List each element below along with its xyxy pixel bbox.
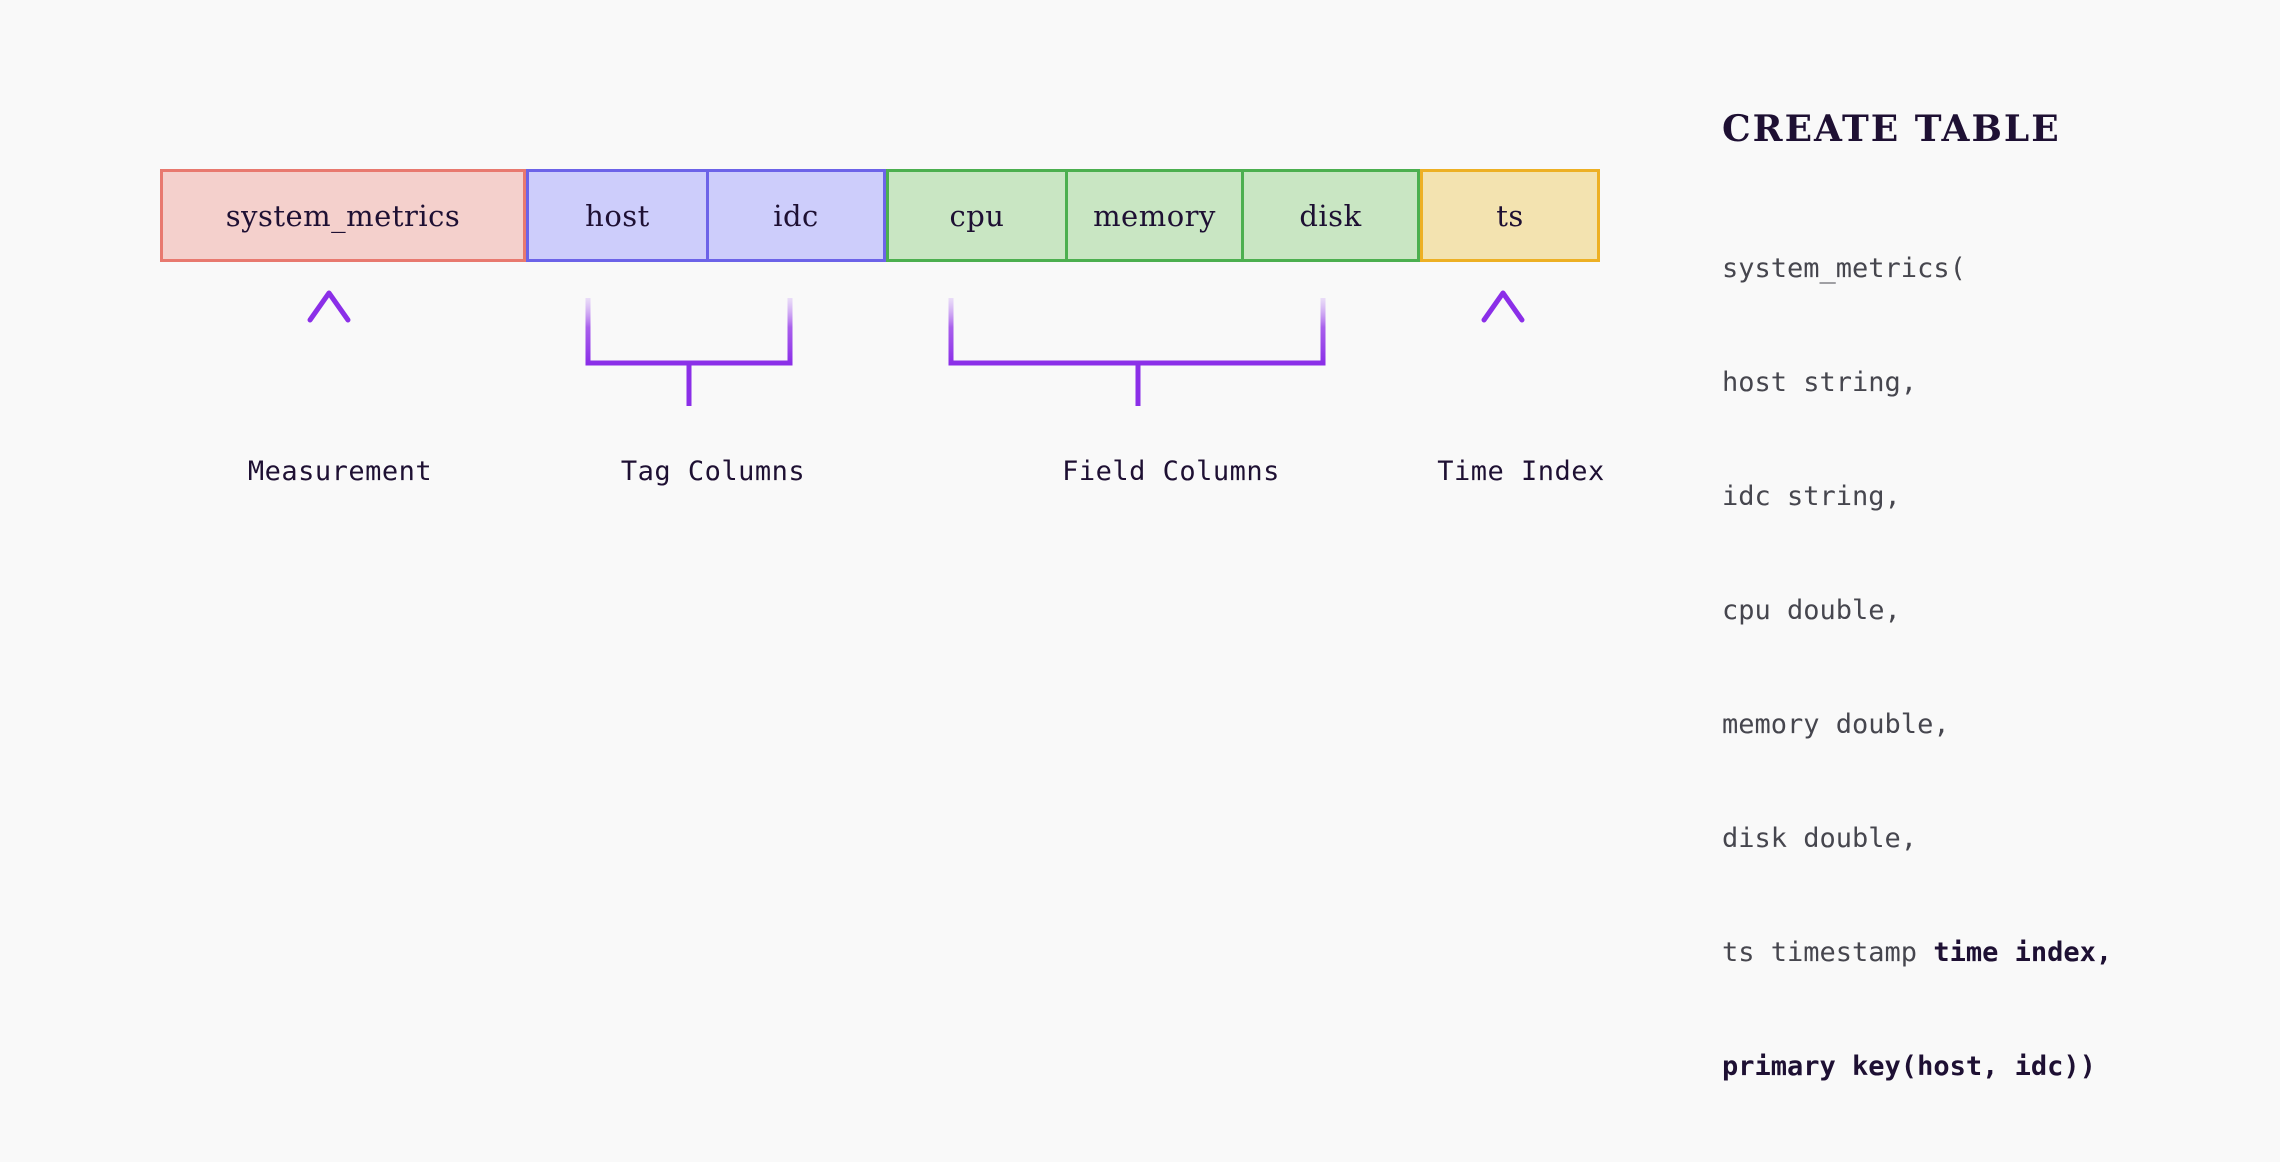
label-field-columns: Field Columns xyxy=(1062,456,1280,487)
segment-measurement[interactable]: system_metrics xyxy=(160,169,526,262)
sql-line: cpu double, xyxy=(1722,595,1901,626)
segment-time-index[interactable]: ts xyxy=(1420,169,1600,262)
label-measurement: Measurement xyxy=(247,456,433,487)
schema-strip: system_metrics host idc cpu memory disk … xyxy=(160,169,1600,262)
connector-field-bracket xyxy=(948,298,1326,406)
column-cell-host[interactable]: host xyxy=(585,198,650,233)
column-cell-idc[interactable]: idc xyxy=(706,172,883,259)
sql-keyword-time-index: time index xyxy=(1933,937,2096,968)
sql-line: memory double, xyxy=(1722,709,1950,740)
create-table-panel: CREATE TABLE system_metrics( host string… xyxy=(1722,108,2242,1162)
label-time-index: Time Index xyxy=(1437,456,1605,487)
column-cell-system-metrics[interactable]: system_metrics xyxy=(225,198,461,233)
sql-ts-comma: , xyxy=(2095,937,2113,968)
column-cell-cpu[interactable]: cpu xyxy=(949,198,1005,233)
sql-line: idc string, xyxy=(1722,481,1901,512)
create-table-heading: CREATE TABLE xyxy=(1722,108,2061,150)
sql-ts-plain: ts timestamp xyxy=(1722,937,1934,968)
create-table-statement: system_metrics( host string, idc string,… xyxy=(1722,174,2242,1162)
column-cell-ts[interactable]: ts xyxy=(1496,198,1524,233)
sql-line: system_metrics( xyxy=(1722,253,1966,284)
connector-measurement-arrow xyxy=(307,290,351,405)
connector-time-index-arrow xyxy=(1481,290,1525,405)
sql-line-ts: ts timestamp time index, xyxy=(1722,934,2242,972)
sql-line-primary-key: primary key(host, idc)) xyxy=(1722,1051,2096,1082)
sql-line: host string, xyxy=(1722,367,1918,398)
label-tag-columns: Tag Columns xyxy=(620,456,806,487)
connector-tag-bracket xyxy=(585,298,793,406)
segment-field-columns[interactable]: cpu memory disk xyxy=(886,169,1420,262)
sql-line: disk double, xyxy=(1722,823,1918,854)
column-cell-memory[interactable]: memory xyxy=(1065,172,1241,259)
segment-tag-columns[interactable]: host idc xyxy=(526,169,886,262)
column-cell-disk[interactable]: disk xyxy=(1241,172,1417,259)
